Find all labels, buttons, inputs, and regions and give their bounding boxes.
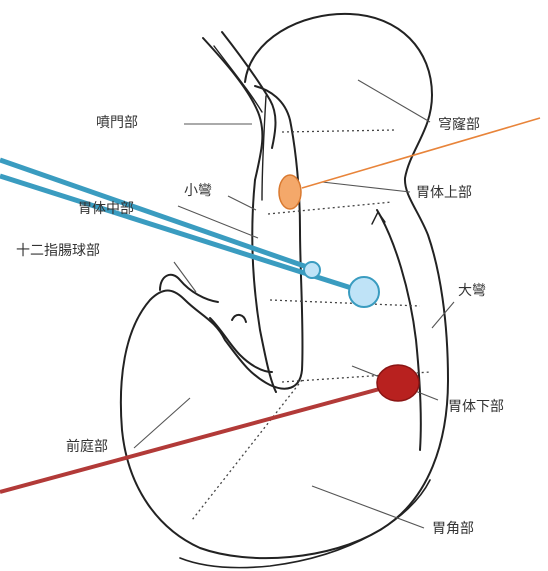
- division-line-angle: [192, 380, 302, 520]
- leader-lesser-curvature: [228, 196, 256, 210]
- label-greater-curvature: 大彎: [458, 284, 486, 298]
- label-lower-body: 胃体下部: [448, 400, 504, 414]
- greater-curvature-inner-line: [377, 210, 421, 450]
- label-lesser-curvature: 小彎: [184, 184, 212, 198]
- label-duodenal-bulb: 十二指腸球部: [16, 244, 100, 258]
- pylorus-inner: [232, 315, 246, 322]
- label-antrum: 前庭部: [66, 440, 108, 454]
- orange-pointer-line: [302, 118, 540, 188]
- lower-body-marker: [377, 365, 419, 401]
- stomach-outer-contour: [121, 14, 448, 558]
- leader-antrum: [134, 398, 190, 448]
- middle-body-small-marker: [304, 262, 320, 278]
- leader-middle-body: [178, 206, 258, 238]
- leader-upper-body: [322, 182, 410, 192]
- label-angle: 胃角部: [432, 522, 474, 536]
- inner-arrow-line: [262, 96, 266, 200]
- label-upper-body: 胃体上部: [416, 186, 472, 200]
- label-cardia: 噴門部: [96, 116, 138, 130]
- division-line-cardia: [282, 130, 396, 132]
- label-middle-body: 胃体中部: [78, 202, 134, 216]
- middle-body-marker: [349, 277, 379, 307]
- duodenum-upper: [160, 275, 218, 302]
- division-line-middle: [270, 300, 420, 306]
- label-fornix: 穹窿部: [438, 118, 480, 132]
- red-pointer-line: [0, 384, 398, 492]
- leader-fornix: [358, 80, 430, 122]
- lesser-curvature-inner-wall: [252, 180, 276, 392]
- upper-body-marker: [279, 175, 301, 209]
